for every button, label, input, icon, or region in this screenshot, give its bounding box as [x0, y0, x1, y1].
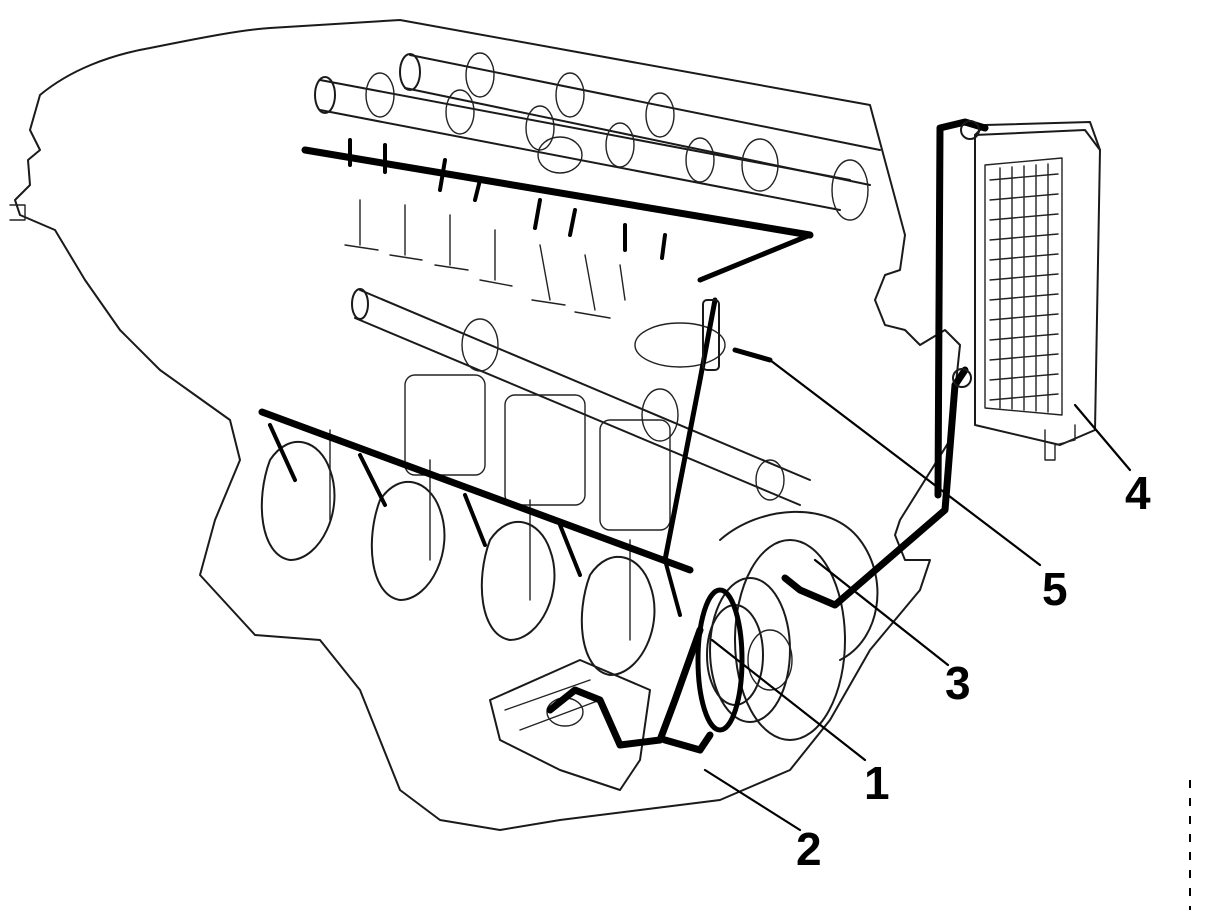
leader-4: [1073, 403, 1132, 472]
block-notch: [9, 204, 26, 221]
leader-3: [813, 558, 950, 667]
leader-5: [768, 358, 1042, 567]
callout-label-5: 5: [1042, 563, 1068, 615]
oil-strainer: [489, 659, 651, 791]
crankshaft: [260, 374, 879, 676]
leader-2: [703, 768, 802, 832]
callout-label-2: 2: [796, 823, 822, 875]
callout-label-4: 4: [1125, 467, 1151, 519]
cooler-core-mesh: [989, 163, 1059, 413]
oil-cooler-unit: [974, 121, 1101, 461]
oil-pump-assembly: [695, 539, 846, 741]
callout-label-3: 3: [945, 657, 971, 709]
leader-1: [710, 638, 867, 762]
callout-label-1: 1: [864, 757, 890, 809]
valves: [344, 136, 626, 319]
oil-galleries: [258, 118, 989, 754]
camshafts: [314, 52, 881, 221]
intermediate-shaft: [351, 288, 811, 506]
engine-block-outline: [14, 19, 961, 831]
